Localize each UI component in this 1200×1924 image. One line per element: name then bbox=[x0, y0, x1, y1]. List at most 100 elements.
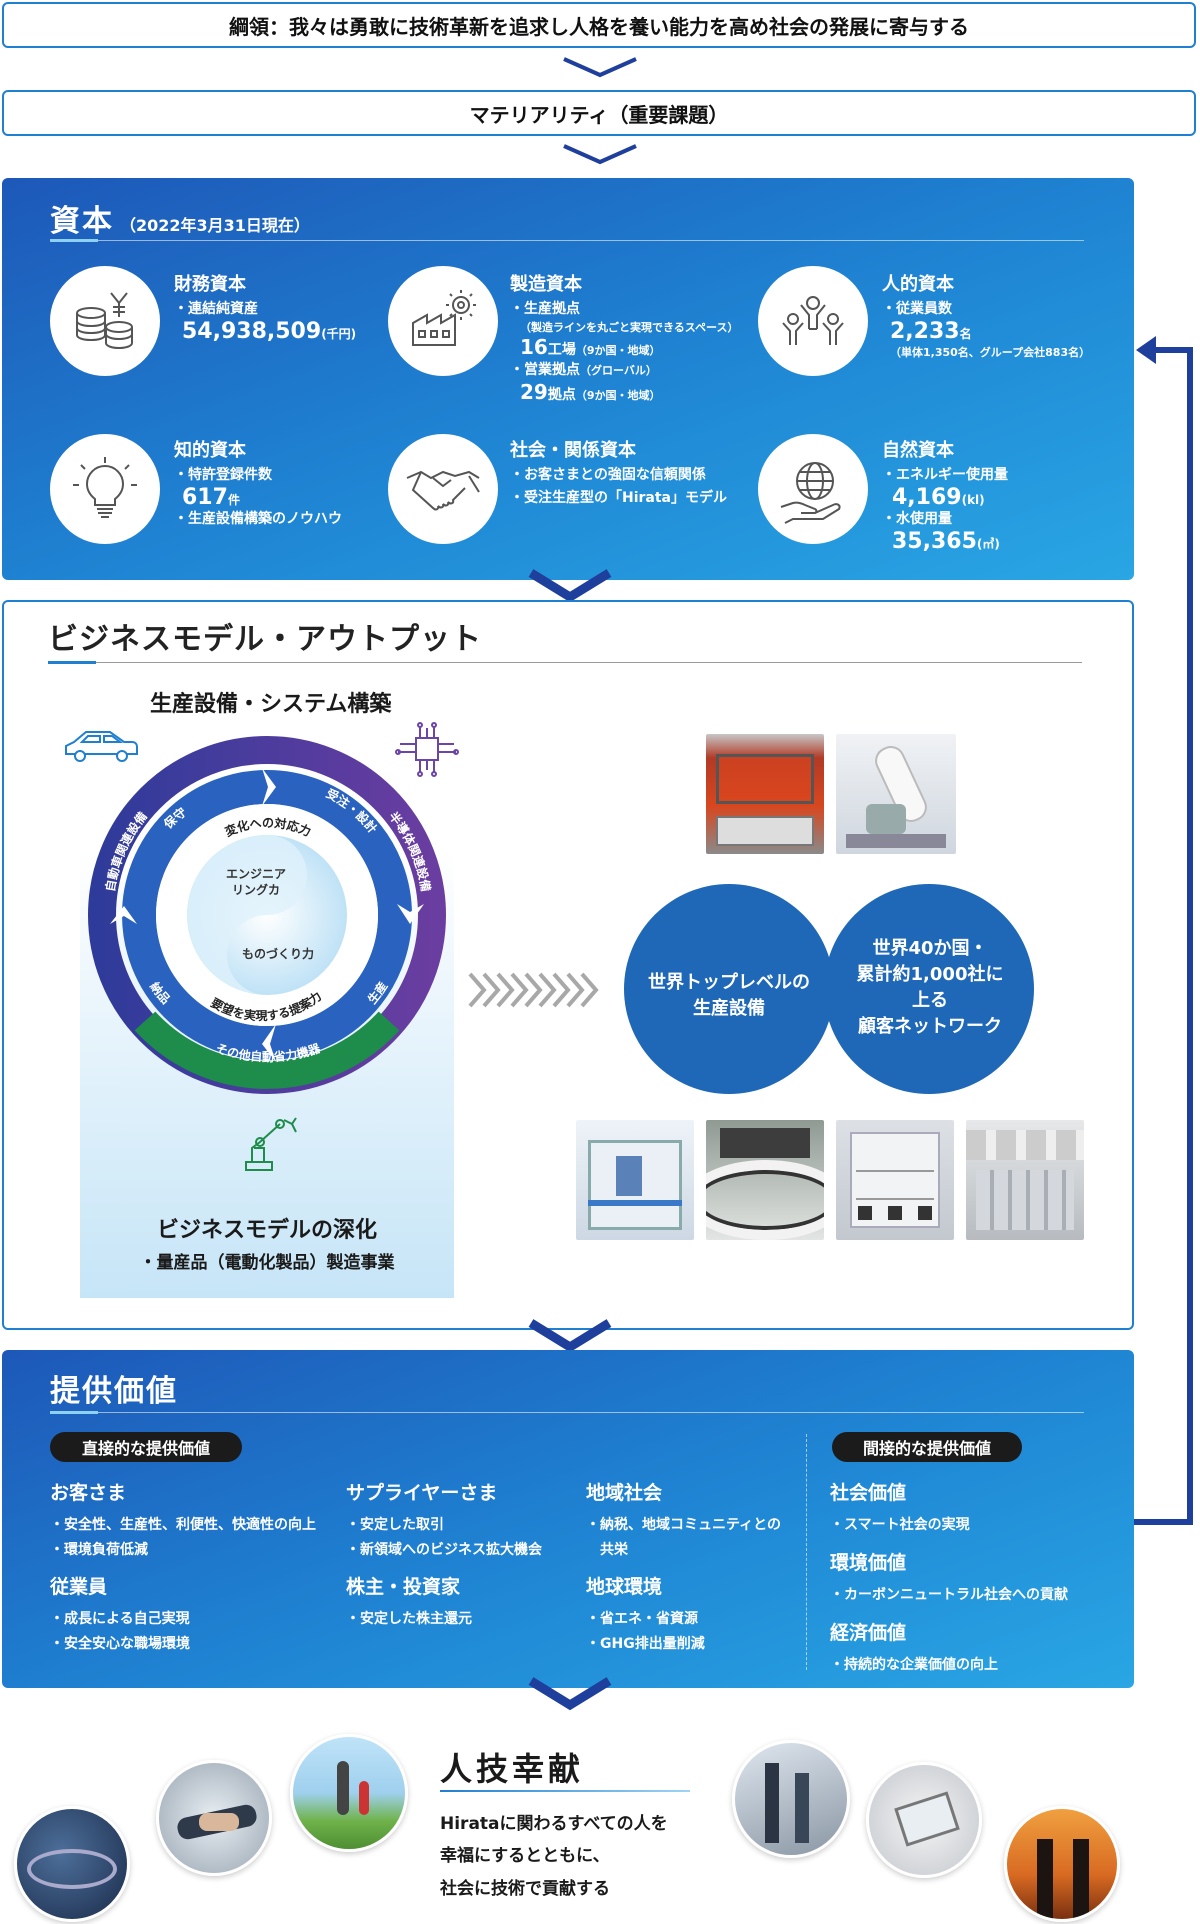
principle-bar: 綱領：我々は勇敢に技術革新を追求し人格を養い能力を高め社会の発展に寄与する bbox=[2, 2, 1196, 48]
value-heading: 株主・投資家 bbox=[346, 1576, 461, 1598]
globe-hand-icon bbox=[758, 434, 868, 544]
value-item: ・安定した取引 bbox=[346, 1517, 444, 1533]
capital-unit: 件 bbox=[227, 492, 240, 507]
capital-social: 社会・関係資本 ・お客さまとの強固な信頼関係 ・受注生産型の「Hirata」モデ… bbox=[510, 436, 727, 508]
value-customer: お客さま ・安全性、生産性、利便性、快適性の向上 ・環境負荷低減 bbox=[50, 1478, 316, 1563]
capital-unit: (㎥) bbox=[976, 536, 1000, 551]
capital-label: ・受注生産型の「Hirata」モデル bbox=[510, 489, 728, 506]
lightbulb-icon bbox=[50, 434, 160, 544]
equipment-photo-4 bbox=[706, 1120, 824, 1240]
capital-heading: 人的資本 bbox=[882, 274, 954, 295]
capital-title: 資本 bbox=[50, 204, 114, 239]
value-item: ・納税、地域コミュニティとの bbox=[586, 1517, 782, 1533]
chevron-down-icon bbox=[528, 1319, 612, 1353]
capital-heading: 自然資本 bbox=[882, 440, 954, 461]
capital-unit: (千円) bbox=[321, 326, 357, 341]
chevron-down-icon bbox=[528, 1677, 612, 1711]
capital-label: ・生産拠点 bbox=[510, 301, 580, 317]
capital-manufacturing: 製造資本 ・生産拠点 （製造ラインを丸ごと実現できるスペース） 16工場（9か国… bbox=[510, 270, 738, 404]
photo-handshake bbox=[156, 1760, 272, 1876]
value-panel: 提供価値 直接的な提供価値 間接的な提供価値 お客さま ・安全性、生産性、利便性… bbox=[2, 1350, 1134, 1688]
venn-right bbox=[824, 884, 1034, 1094]
capital-panel: 資本 （2022年3月31日現在） 財務資本 ・連結純資産 54,938,509… bbox=[2, 178, 1134, 580]
capital-financial: 財務資本 ・連結純資産 54,938,509(千円) bbox=[174, 270, 356, 344]
motto-line: Hirataに関わるすべての人を bbox=[440, 1814, 668, 1834]
capital-value: 2,233 bbox=[890, 318, 960, 344]
deepen-title: ビジネスモデルの深化 bbox=[156, 1218, 377, 1243]
capital-date: （2022年3月31日現在） bbox=[120, 216, 310, 235]
photo-tablet bbox=[866, 1762, 982, 1878]
business-title: ビジネスモデル・アウトプット bbox=[48, 622, 482, 657]
arrow-right-icon bbox=[468, 972, 599, 1008]
robot-arm-icon bbox=[245, 1117, 297, 1171]
chevron-down-icon bbox=[563, 57, 637, 78]
capital-unit: 拠点 bbox=[547, 386, 576, 403]
capital-human: 人的資本 ・従業員数 2,233名 （単体1,350名、グループ会社883名） bbox=[882, 270, 1090, 360]
capital-note: （9か国・地域） bbox=[575, 343, 661, 357]
chip-icon bbox=[395, 722, 459, 777]
value-item: ・環境負荷低減 bbox=[50, 1542, 148, 1559]
capital-heading: 知的資本 bbox=[174, 440, 246, 461]
photo-car-interior bbox=[14, 1806, 130, 1922]
factory-icon bbox=[388, 266, 498, 376]
value-item: ・安全性、生産性、利便性、快適性の向上 bbox=[50, 1517, 316, 1533]
capital-note: （単体1,350名、グループ会社883名） bbox=[890, 345, 1091, 359]
business-wheel: 自動車関連設備 半導体関連設備 その他自動省力機器 保守 受注・設計 納品 生産… bbox=[88, 736, 446, 1094]
capital-note: （グローバル） bbox=[580, 363, 657, 377]
value-heading: 地球環境 bbox=[586, 1576, 663, 1598]
value-item: ・省エネ・省資源 bbox=[586, 1611, 698, 1627]
center-top-label-1: エンジニア bbox=[226, 867, 286, 881]
capital-natural: 自然資本 ・エネルギー使用量 4,169(kl) ・水使用量 35,365(㎥) bbox=[882, 436, 1008, 554]
materiality-bar: マテリアリティ（重要課題） bbox=[2, 90, 1196, 136]
capital-value: 35,365 bbox=[892, 528, 977, 554]
value-item: ・持続的な企業価値の向上 bbox=[830, 1657, 998, 1673]
value-item: ・カーボンニュートラル社会への貢献 bbox=[830, 1587, 1068, 1603]
capital-heading: 製造資本 bbox=[510, 274, 582, 295]
value-environmental: 環境価値 ・カーボンニュートラル社会への貢献 bbox=[830, 1548, 1068, 1608]
value-heading: 社会価値 bbox=[830, 1482, 907, 1504]
capital-value: 617 bbox=[182, 484, 228, 510]
motto-line: 幸福にするとともに、 bbox=[440, 1846, 610, 1867]
capital-unit: (kl) bbox=[961, 492, 985, 507]
value-heading: お客さま bbox=[50, 1482, 127, 1504]
capital-label: ・従業員数 bbox=[882, 301, 952, 317]
people-icon bbox=[758, 266, 868, 376]
equipment-photo-3 bbox=[576, 1120, 694, 1240]
capital-value: 4,169 bbox=[892, 484, 962, 510]
venn-right-text: 世界40か国・ 累計約1,000社に 上る 顧客ネットワーク bbox=[856, 938, 1004, 1038]
car-icon bbox=[65, 731, 138, 762]
capital-unit: 工場 bbox=[547, 341, 576, 358]
value-title: 提供価値 bbox=[50, 1374, 178, 1409]
photo-business-people bbox=[732, 1740, 850, 1858]
capital-heading: 社会・関係資本 bbox=[510, 440, 636, 461]
capital-unit: 名 bbox=[959, 326, 972, 341]
photo-family bbox=[290, 1734, 408, 1852]
photo-sunset-handshake bbox=[1004, 1806, 1120, 1922]
value-item: ・成長による自己実現 bbox=[50, 1611, 190, 1627]
value-social: 社会価値 ・スマート社会の実現 bbox=[830, 1478, 970, 1538]
value-item: ・スマート社会の実現 bbox=[830, 1517, 970, 1533]
capital-note: （製造ラインを丸ごと実現できるスペース） bbox=[520, 320, 739, 334]
value-shareholder: 株主・投資家 ・安定した株主還元 bbox=[346, 1572, 472, 1632]
capital-label: ・営業拠点 bbox=[510, 361, 580, 378]
chevron-down-icon bbox=[563, 144, 637, 165]
capital-value: 16 bbox=[520, 334, 548, 359]
deepen-item: ・量産品（電動化製品）製造事業 bbox=[139, 1253, 395, 1273]
motto-title: 人技幸献 bbox=[440, 1750, 585, 1788]
value-item: ・安定した株主還元 bbox=[346, 1611, 472, 1627]
venn-left-text: 世界トップレベルの 生産設備 bbox=[648, 972, 810, 1020]
handshake-icon bbox=[388, 434, 498, 544]
capital-intellectual: 知的資本 ・特許登録件数 617件 ・生産設備構築のノウハウ bbox=[174, 436, 342, 529]
capital-label: ・連結純資産 bbox=[174, 301, 258, 317]
equipment-photo-6 bbox=[966, 1120, 1084, 1240]
value-item: ・新領域へのビジネス拡大機会 bbox=[346, 1542, 542, 1559]
capital-heading: 財務資本 bbox=[174, 274, 246, 295]
indirect-value-pill: 間接的な提供価値 bbox=[832, 1432, 1022, 1462]
value-supplier: サプライヤーさま ・安定した取引 ・新領域へのビジネス拡大機会 bbox=[346, 1478, 542, 1563]
value-item: 共栄 bbox=[586, 1542, 628, 1559]
center-top-label-2: リングカ bbox=[232, 882, 280, 897]
feedback-arrow-icon bbox=[1134, 336, 1193, 1525]
equipment-photo-5 bbox=[836, 1120, 954, 1240]
equipment-photo-2 bbox=[836, 734, 956, 854]
value-item: ・安全安心な職場環境 bbox=[50, 1636, 190, 1653]
